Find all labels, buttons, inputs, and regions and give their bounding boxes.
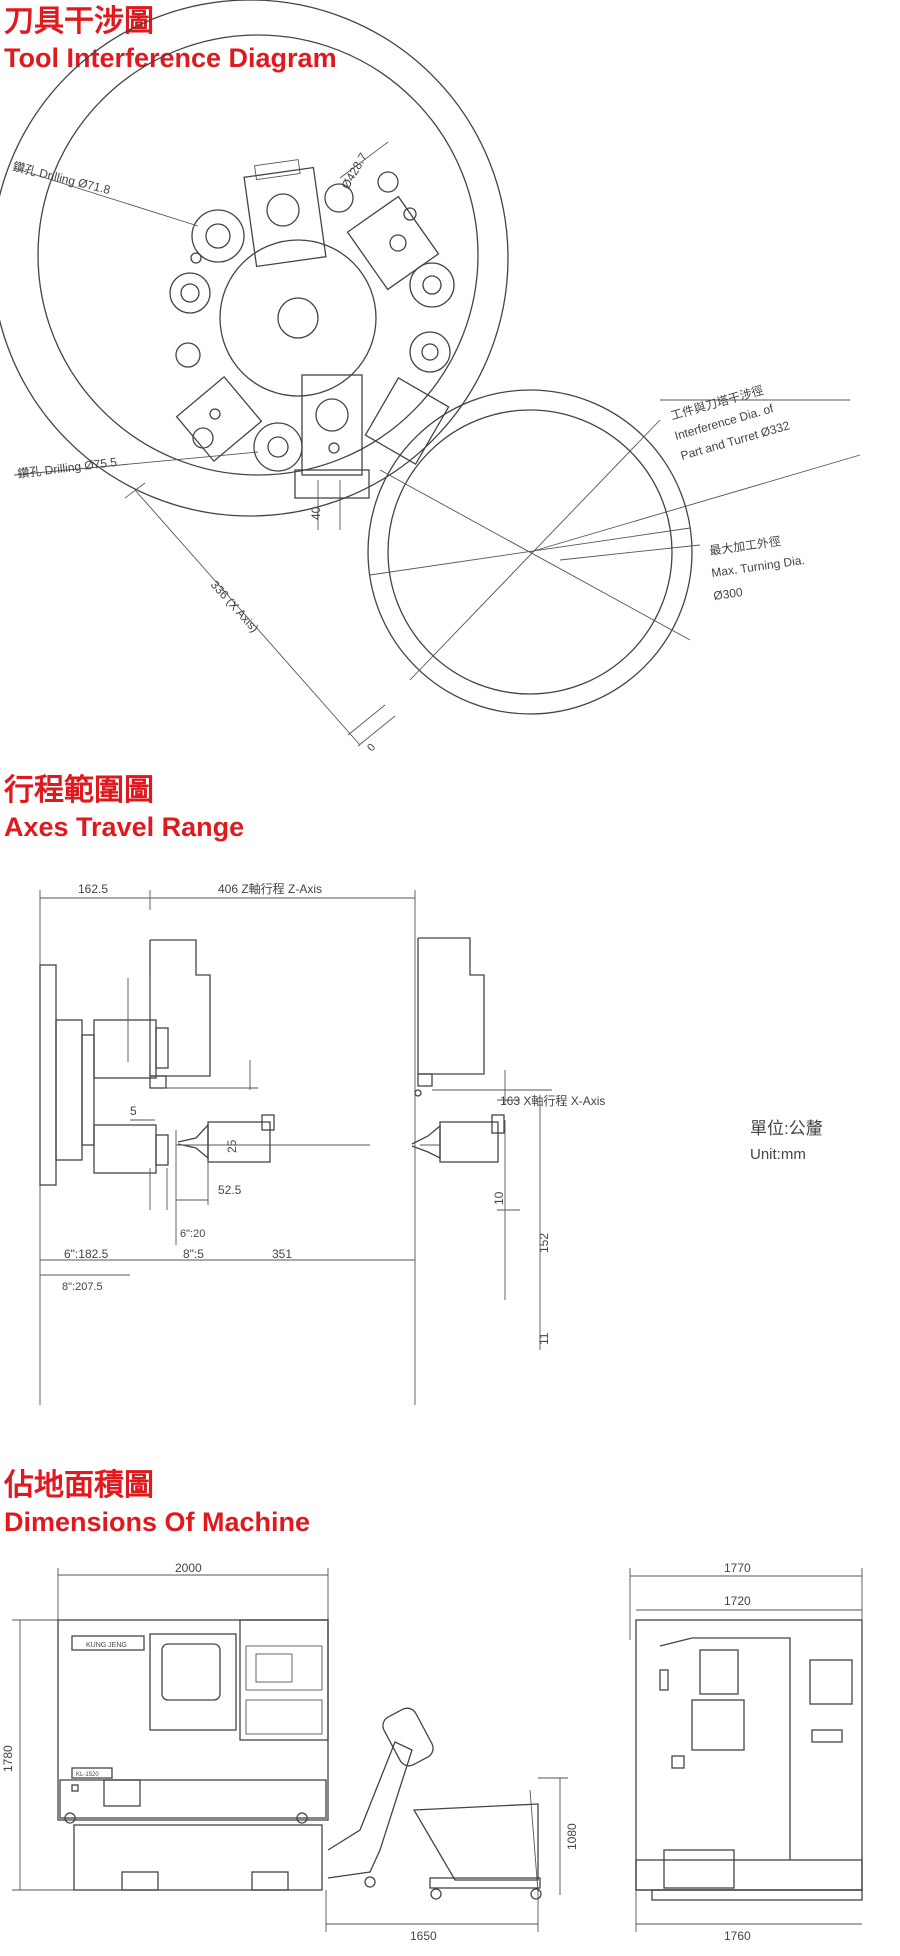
title-en: Axes Travel Range bbox=[4, 811, 245, 842]
tool-interference-diagram: 鑽孔 Drilling Ø71.8 Ø428.7 鑽孔 Drilling Ø75… bbox=[0, 0, 861, 754]
label-dim-8-5: 8":5 bbox=[183, 1247, 204, 1261]
label-max-turning-en: Max. Turning Dia. bbox=[710, 553, 805, 580]
max-turning-circle-300 bbox=[387, 409, 673, 695]
label-dim-351: 351 bbox=[272, 1247, 292, 1261]
spindle-body bbox=[55, 1019, 83, 1161]
tool-holder-bottom-right bbox=[364, 377, 450, 465]
drill-hole-right-lower bbox=[409, 331, 451, 373]
title-zh: 佔地面積圖 bbox=[4, 1468, 154, 1503]
label-brand: KUNG JENG bbox=[86, 1642, 127, 1649]
label-z-axis: 406 Z軸行程 Z-Axis bbox=[218, 881, 322, 896]
label-dim-5: 5 bbox=[130, 1104, 137, 1118]
drill-hole-left bbox=[169, 272, 211, 314]
machine-dimensions-title: 佔地面積圖 Dimensions Of Machine bbox=[4, 1470, 310, 1536]
label-drilling-75-5: 鑽孔 Drilling Ø75.5 bbox=[17, 454, 118, 481]
label-dim-11: 11 bbox=[537, 1332, 551, 1345]
label-side-1720: 1720 bbox=[724, 1594, 751, 1608]
door-window bbox=[161, 1643, 221, 1701]
label-dim-336: 336 (X Axis) bbox=[208, 578, 262, 635]
brand-plate bbox=[71, 1635, 145, 1651]
title-en: Dimensions Of Machine bbox=[4, 1506, 311, 1537]
chip-conveyor bbox=[327, 1741, 413, 1879]
title-zh: 行程範圍圖 bbox=[4, 773, 154, 808]
model-plate bbox=[71, 1767, 113, 1779]
tool-holder-right bbox=[346, 195, 440, 291]
chuck-upper bbox=[93, 1019, 157, 1079]
title-en: Tool Interference Diagram bbox=[4, 42, 337, 73]
label-dim-6-182-5: 6":182.5 bbox=[64, 1247, 109, 1261]
control-panel bbox=[239, 1619, 329, 1741]
drill-hole-75-5 bbox=[253, 422, 303, 472]
label-unit-en: Unit:mm bbox=[750, 1146, 806, 1163]
label-height-1780: 1780 bbox=[1, 1745, 15, 1772]
tool-tip-left bbox=[177, 1123, 209, 1160]
turret-disc bbox=[37, 34, 479, 476]
label-dim-0: 0 bbox=[365, 742, 378, 754]
label-dim-52-5: 52.5 bbox=[218, 1183, 242, 1197]
turret-profile-right bbox=[417, 937, 485, 1075]
tool-interference-title: 刀具干涉圖 Tool Interference Diagram bbox=[4, 6, 337, 72]
title-zh: 刀具干涉圖 bbox=[4, 4, 154, 39]
tool-tip-right bbox=[411, 1124, 441, 1160]
label-dim-40: 40 bbox=[309, 506, 323, 520]
label-dim-6-20: 6":20 bbox=[180, 1228, 205, 1240]
axes-travel-title: 行程範圍圖 Axes Travel Range bbox=[4, 775, 244, 841]
label-model: KL-1520 bbox=[76, 1772, 99, 1778]
label-width-1650: 1650 bbox=[410, 1929, 437, 1943]
interference-circle-332 bbox=[367, 389, 693, 715]
label-dim-8-207-5: 8":207.5 bbox=[62, 1281, 103, 1293]
axes-travel-diagram: 162.5 406 Z軸行程 Z-Axis 5 25 163 X軸行程 X-Ax… bbox=[39, 881, 823, 1405]
label-dim-10: 10 bbox=[492, 1191, 506, 1205]
drill-hole-right bbox=[409, 262, 455, 308]
chuck-lower bbox=[93, 1124, 157, 1174]
label-height-1080: 1080 bbox=[565, 1823, 579, 1850]
label-dim-25: 25 bbox=[225, 1139, 239, 1153]
chip-bucket bbox=[412, 1803, 539, 1881]
label-dim-162-5: 162.5 bbox=[78, 882, 108, 896]
label-width-2000: 2000 bbox=[175, 1561, 202, 1575]
label-unit-zh: 單位:公釐 bbox=[750, 1119, 823, 1138]
tool-holder-top bbox=[243, 159, 327, 268]
tool-holder-bottom bbox=[294, 374, 370, 499]
turret-outer-circle bbox=[0, 0, 509, 517]
label-dia-428-7: Ø428.7 bbox=[338, 150, 370, 191]
machine-dimensions-diagram: 2000 1780 KUNG JENG KL-1520 1080 1650 17… bbox=[1, 1561, 863, 1943]
label-x-axis: 163 X軸行程 X-Axis bbox=[500, 1093, 605, 1108]
label-dim-152: 152 bbox=[537, 1233, 551, 1253]
turret-profile-left bbox=[149, 939, 211, 1077]
label-max-turning-zh: 最大加工外徑 bbox=[708, 534, 781, 558]
turret-center bbox=[277, 297, 319, 339]
drill-hole-71-8 bbox=[191, 209, 245, 263]
turret-hub bbox=[219, 239, 377, 397]
label-drilling-71-8: 鑽孔 Drilling Ø71.8 bbox=[11, 158, 112, 197]
label-side-1770: 1770 bbox=[724, 1561, 751, 1575]
spindle-flange bbox=[39, 964, 57, 1186]
label-max-turning-val: Ø300 bbox=[712, 585, 743, 603]
label-side-1760: 1760 bbox=[724, 1929, 751, 1943]
tool-holder-left bbox=[175, 375, 263, 463]
